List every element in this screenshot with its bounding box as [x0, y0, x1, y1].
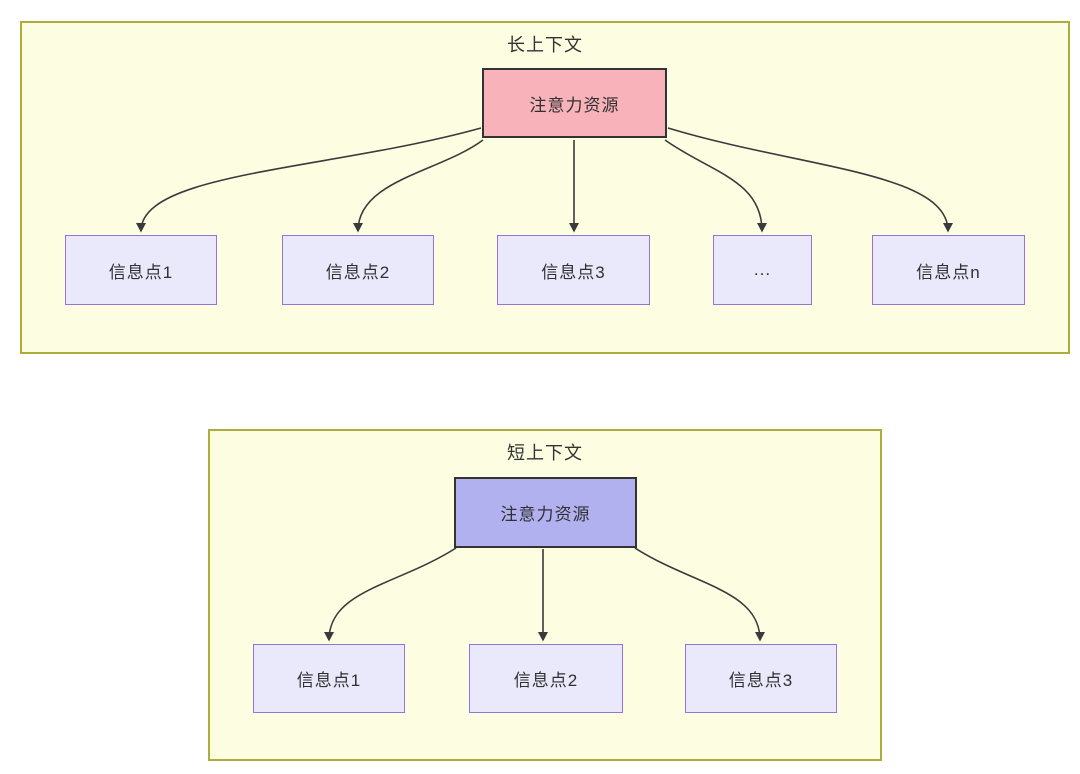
short-context-title: 短上下文 [507, 443, 583, 463]
long-info-node-1: 信息点1 [65, 235, 217, 305]
short-attention-node: 注意力资源 [454, 477, 637, 548]
short-info-node-3: 信息点3 [685, 644, 837, 713]
long-info-node-2: 信息点2 [282, 235, 434, 305]
short-info-node-2: 信息点2 [469, 644, 623, 713]
long-context-title: 长上下文 [507, 35, 583, 55]
long-info-node-3: 信息点3 [497, 235, 650, 305]
long-info-node-n: 信息点n [872, 235, 1025, 305]
long-info-node-ellipsis: ... [713, 235, 812, 305]
long-attention-node: 注意力资源 [482, 68, 667, 138]
short-info-node-1: 信息点1 [253, 644, 405, 713]
